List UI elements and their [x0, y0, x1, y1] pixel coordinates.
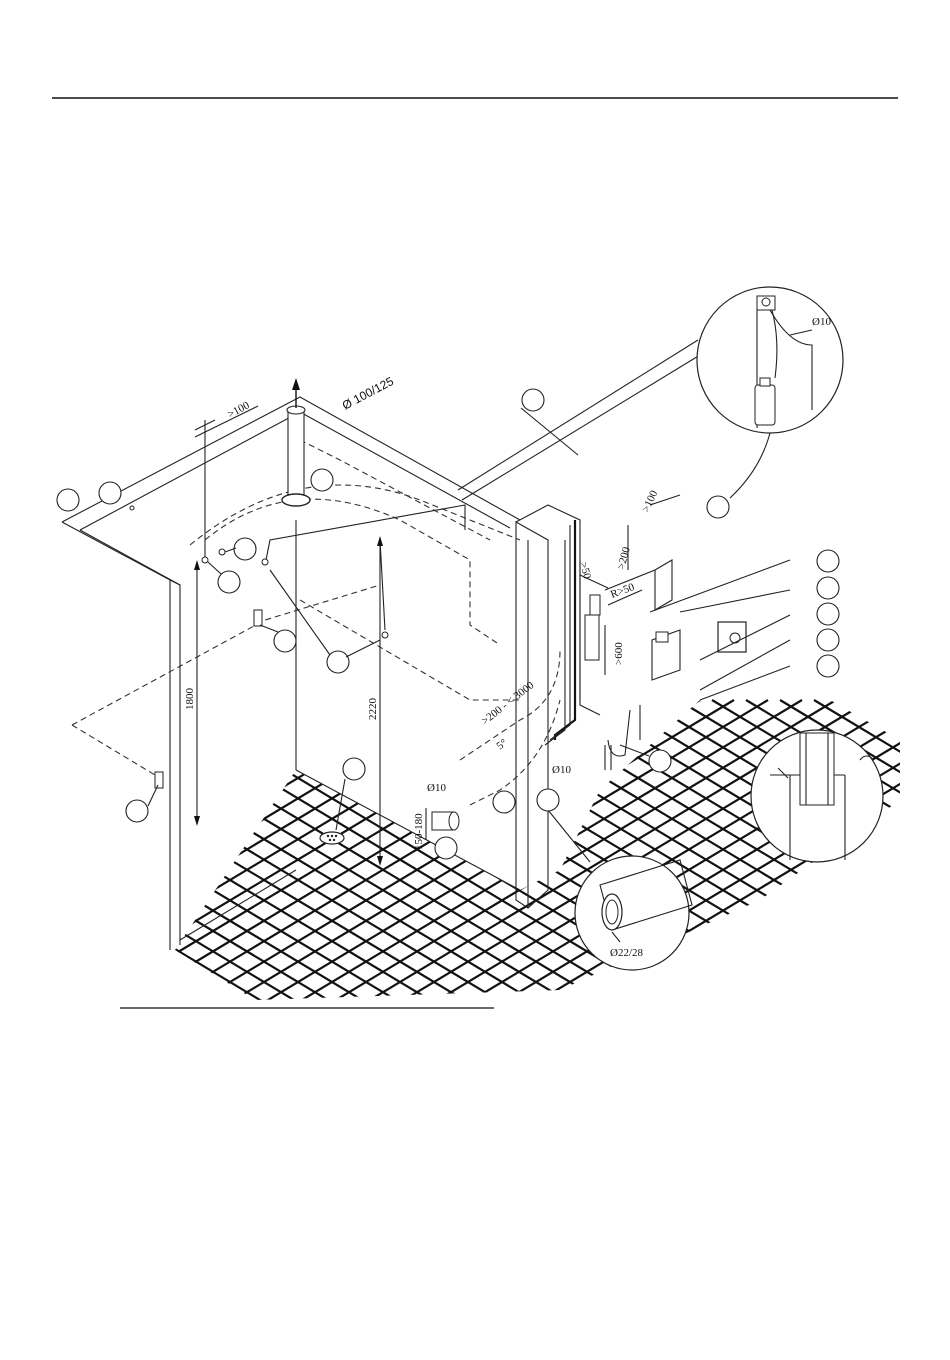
pipe-section-detail [548, 810, 692, 970]
top-clearance-200-label: >200 [615, 545, 633, 571]
floor-tile-line [0, 700, 326, 1060]
floor-tile-line [0, 700, 20, 1060]
floor-tile-line [0, 700, 190, 1060]
callout-marker [343, 758, 365, 780]
floor-tile-line [0, 700, 190, 1060]
callout-marker [817, 629, 839, 651]
floor-tile-line [0, 700, 54, 1060]
floor-tile-line [66, 700, 666, 1060]
floor-tile-line [0, 700, 496, 1060]
floor-tile-line [0, 700, 564, 1060]
floor-tile-line [0, 700, 54, 1060]
floor-tile-line [0, 700, 88, 1060]
floor-tile-line [0, 700, 564, 1060]
callout-marker [707, 496, 729, 518]
callout-marker [817, 603, 839, 625]
floor-drain-icon [320, 832, 344, 844]
callout-marker [57, 489, 79, 511]
callout-marker [126, 800, 148, 822]
floor-tile-line [882, 700, 950, 1060]
callout-marker [649, 750, 671, 772]
callout-marker [327, 651, 349, 673]
callout-marker [817, 655, 839, 677]
floor-tile-line [0, 700, 88, 1060]
callout-marker [537, 789, 559, 811]
floor-tile-line [0, 700, 598, 1060]
tube-diameter-label-2: Ø10 [427, 782, 446, 794]
height-1800-label: 1800 [184, 688, 196, 711]
drain-seal-detail [751, 730, 883, 862]
callout-marker [274, 630, 296, 652]
floor-tile-line [0, 700, 292, 1060]
ceiling-clearance-dim [195, 406, 258, 560]
slope-label: 5° [494, 737, 509, 753]
floor-tile-line [916, 700, 950, 1060]
bend-radius-label: R>50 [609, 581, 637, 601]
height-2220-label: 2220 [367, 698, 379, 721]
callout-marker [493, 791, 515, 813]
callout-marker [218, 571, 240, 593]
floor-tile-line [0, 700, 156, 1060]
side-clearance-100-label: >100 [640, 488, 661, 514]
floor-tile-line [0, 700, 224, 1060]
floor-tile-line [0, 700, 326, 1060]
callout-marker [522, 389, 544, 411]
floor-tile-line [0, 700, 258, 1060]
pipe-diameter-label: Ø22/28 [610, 947, 644, 959]
tube-diameter-label-3: Ø10 [812, 316, 831, 328]
front-clearance-600-label: >600 [613, 642, 625, 665]
floor-tile-line [0, 700, 156, 1060]
floor-tile-line [0, 700, 292, 1060]
callout-marker [234, 538, 256, 560]
floor-tile-line [882, 700, 950, 1060]
vent-pipe [282, 378, 310, 506]
callout-marker [817, 550, 839, 572]
ceiling-clearance-label: >100 [226, 399, 252, 420]
floor-tile-line [0, 700, 122, 1060]
floor-tile-line [916, 700, 950, 1060]
floor-tile-line [0, 700, 122, 1060]
floor-tile-line [0, 700, 496, 1060]
steam-generator-assembly [426, 495, 790, 840]
floor-tile-line [32, 700, 632, 1060]
fittings [130, 506, 388, 788]
floor-tile-line [0, 700, 428, 1060]
floor-tile-line [0, 700, 428, 1060]
callout-marker [99, 482, 121, 504]
floor-tile-line [0, 700, 258, 1060]
callout-marker [311, 469, 333, 491]
vent-diameter-label: Ø 100/125 [340, 374, 396, 413]
outlet-height-label: 150-180 [413, 813, 425, 850]
floor-tile-line [0, 700, 20, 1060]
callout-marker [817, 577, 839, 599]
tube-diameter-label-1: Ø10 [552, 764, 571, 776]
callout-marker [435, 837, 457, 859]
floor-tile-line [0, 700, 224, 1060]
